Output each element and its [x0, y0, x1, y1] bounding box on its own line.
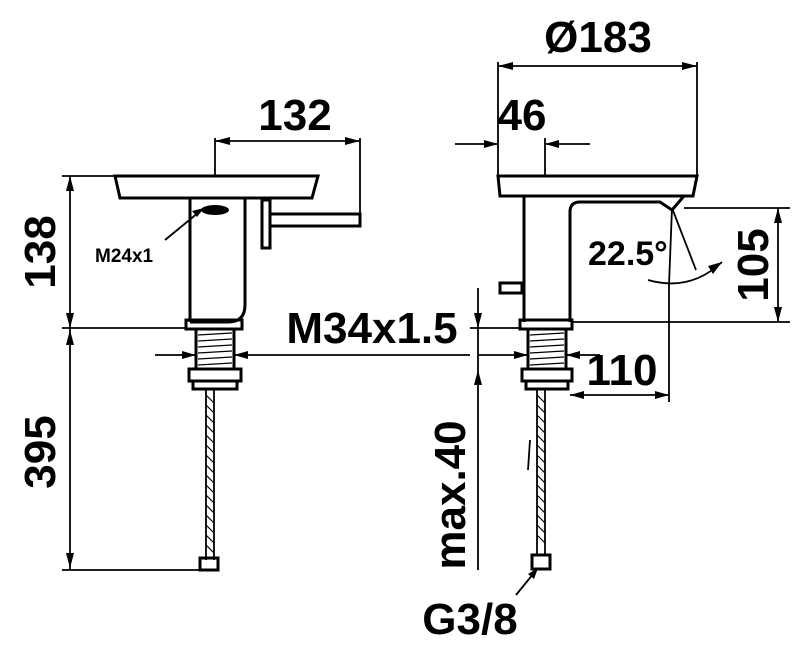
connection-g38-label: G3/8 — [422, 595, 517, 644]
dim-diameter-183-label: Ø183 — [544, 13, 652, 62]
max-40-label: max.40 — [426, 420, 475, 569]
dim-46-label: 46 — [498, 91, 547, 140]
dim-105-label: 105 — [729, 228, 778, 301]
dim-395-label: 395 — [16, 415, 65, 488]
dim-138-label: 138 — [16, 215, 65, 288]
dim-110-label: 110 — [587, 346, 658, 395]
dim-132-label: 132 — [258, 91, 331, 140]
side-view: 132 138 M24x1 395 — [16, 91, 470, 572]
thread-m34-label: M34x1.5 — [286, 304, 457, 353]
angle-22-5-label: 22.5° — [588, 235, 668, 273]
front-view: Ø183 46 105 22.5° 110 — [422, 13, 790, 644]
thread-m24-label: M24x1 — [95, 246, 154, 267]
